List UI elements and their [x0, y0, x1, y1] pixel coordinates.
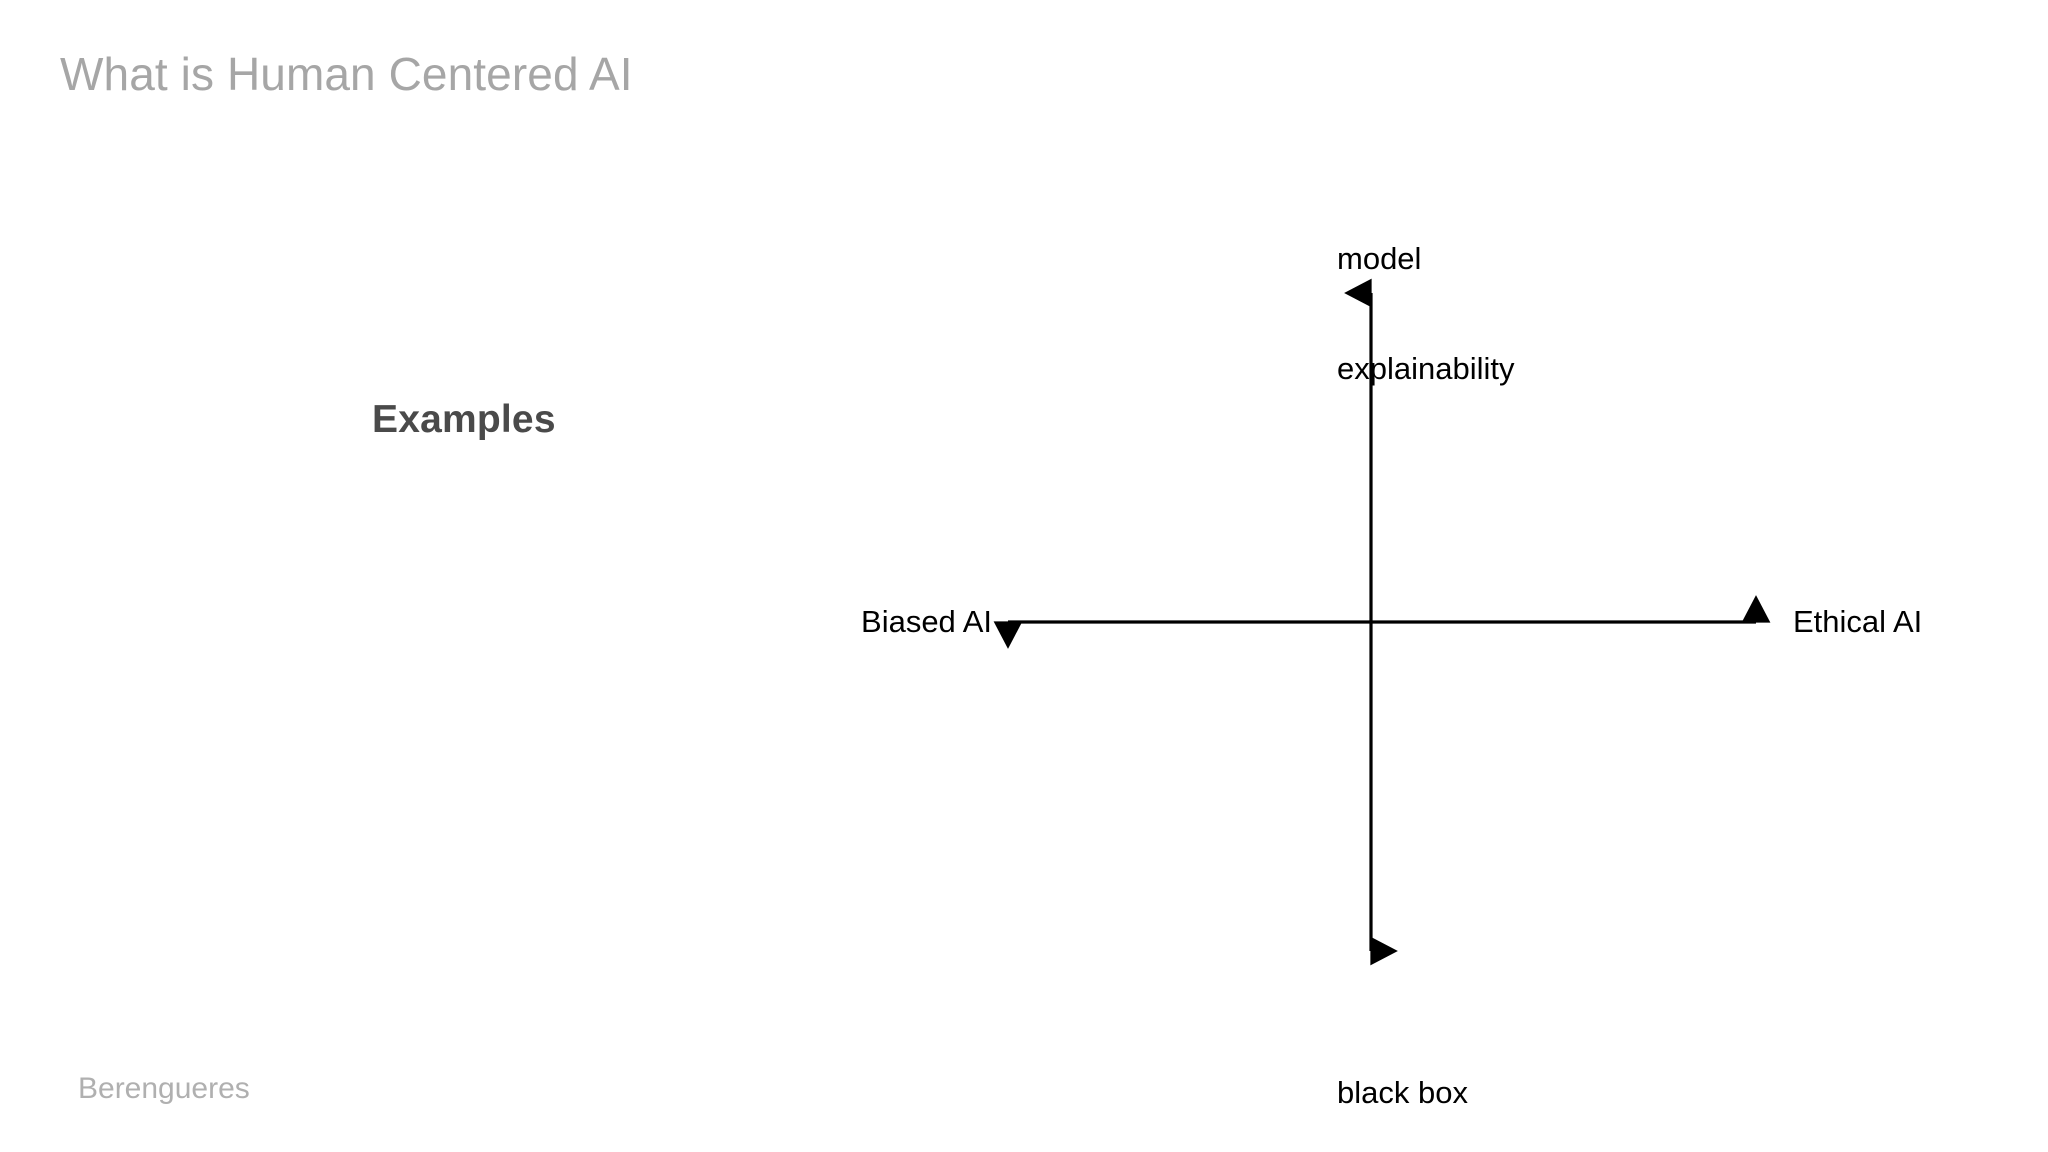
y-axis-positive-label-line1: model	[1337, 241, 1422, 277]
y-axis-negative-label-line1: black box	[1337, 1075, 1468, 1111]
y-axis-positive-label: model explainability	[1337, 168, 1515, 461]
footer-author: Berengueres	[78, 1072, 250, 1105]
x-axis-positive-label: Ethical AI	[1793, 604, 1923, 639]
y-axis-positive-label-line2: explainability	[1337, 350, 1515, 386]
x-axis-negative-label: Biased AI	[861, 604, 992, 639]
examples-heading: Examples	[372, 398, 556, 441]
y-axis-negative-label: black box model	[1337, 1002, 1468, 1152]
page-title: What is Human Centered AI	[60, 48, 633, 100]
